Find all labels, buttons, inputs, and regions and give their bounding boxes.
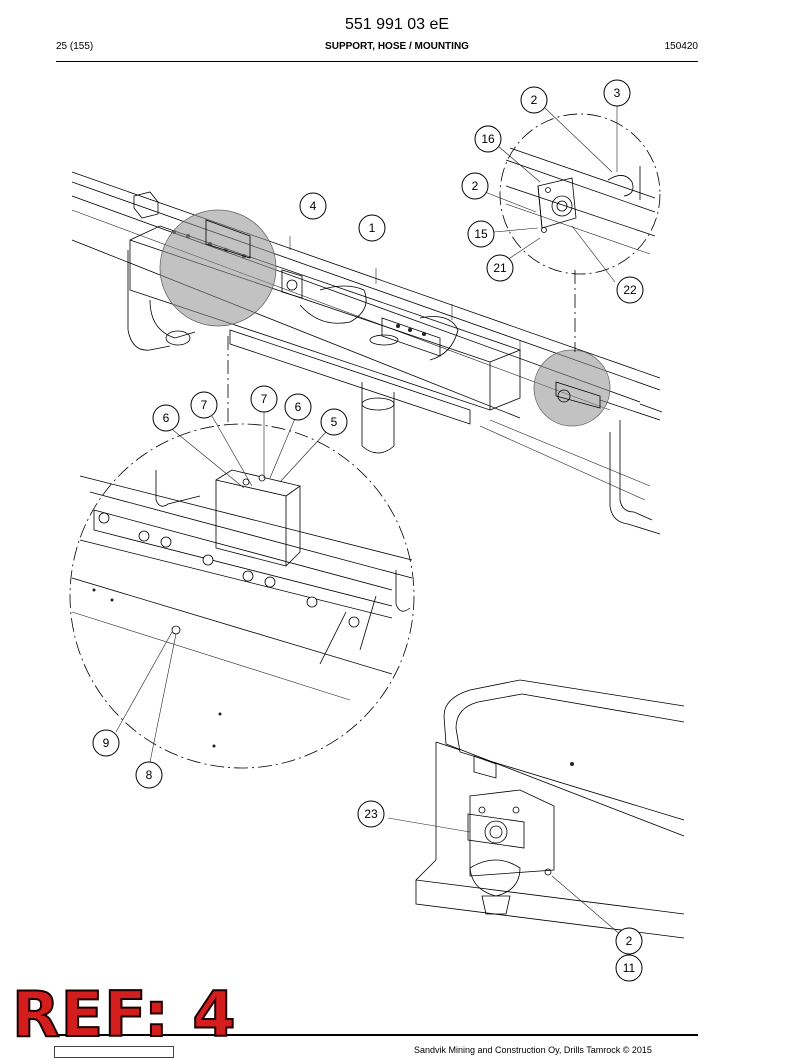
detail-view-left — [69, 336, 415, 769]
svg-text:2: 2 — [472, 179, 479, 193]
footer-copyright: Sandvik Mining and Construction Oy, Dril… — [414, 1045, 652, 1055]
svg-text:8: 8 — [146, 768, 153, 782]
svg-text:4: 4 — [310, 199, 317, 213]
callout-23: 23 — [357, 800, 385, 828]
callout-2: 2 — [461, 172, 489, 200]
svg-text:7: 7 — [261, 392, 268, 406]
svg-text:22: 22 — [623, 283, 637, 297]
footer-divider — [56, 1034, 698, 1036]
date-code: 150420 — [664, 41, 698, 52]
svg-text:21: 21 — [493, 261, 507, 275]
svg-text:11: 11 — [623, 961, 636, 975]
callout-4: 4 — [299, 192, 327, 220]
callout-2: 2 — [520, 86, 548, 114]
svg-text:7: 7 — [201, 398, 208, 412]
page-number: 25 (155) — [56, 41, 94, 52]
svg-text:2: 2 — [531, 93, 538, 107]
callout-11: 11 — [615, 954, 643, 982]
svg-text:16: 16 — [481, 132, 495, 146]
detail-view-top — [484, 106, 661, 352]
svg-text:9: 9 — [103, 736, 110, 750]
detail-view-bottom — [387, 679, 685, 939]
callout-15: 15 — [467, 220, 495, 248]
svg-text:6: 6 — [295, 400, 302, 414]
svg-text:23: 23 — [364, 807, 378, 821]
svg-text:5: 5 — [331, 415, 338, 429]
page-title: SUPPORT, HOSE / MOUNTING — [325, 41, 469, 52]
svg-text:2: 2 — [626, 934, 633, 948]
header-divider — [56, 61, 698, 62]
callout-2: 2 — [615, 927, 643, 955]
svg-text:1: 1 — [369, 221, 376, 235]
svg-text:6: 6 — [163, 411, 170, 425]
document-number: 551 991 03 eE — [344, 16, 450, 33]
svg-text:3: 3 — [614, 86, 621, 100]
callout-3: 3 — [603, 79, 631, 107]
callout-1: 1 — [358, 214, 386, 242]
callout-5: 5 — [320, 408, 348, 436]
callout-9: 9 — [92, 729, 120, 757]
ref-stamp: REF: 4 — [11, 978, 237, 1051]
callout-22: 22 — [616, 276, 644, 304]
callout-7: 7 — [250, 385, 278, 413]
callout-8: 8 — [135, 761, 163, 789]
callout-16: 16 — [474, 125, 502, 153]
callout-21: 21 — [486, 254, 514, 282]
svg-text:15: 15 — [474, 227, 488, 241]
callout-7: 7 — [190, 391, 218, 419]
callout-6: 6 — [152, 404, 180, 432]
boom-assembly — [71, 171, 663, 535]
callout-6: 6 — [284, 393, 312, 421]
